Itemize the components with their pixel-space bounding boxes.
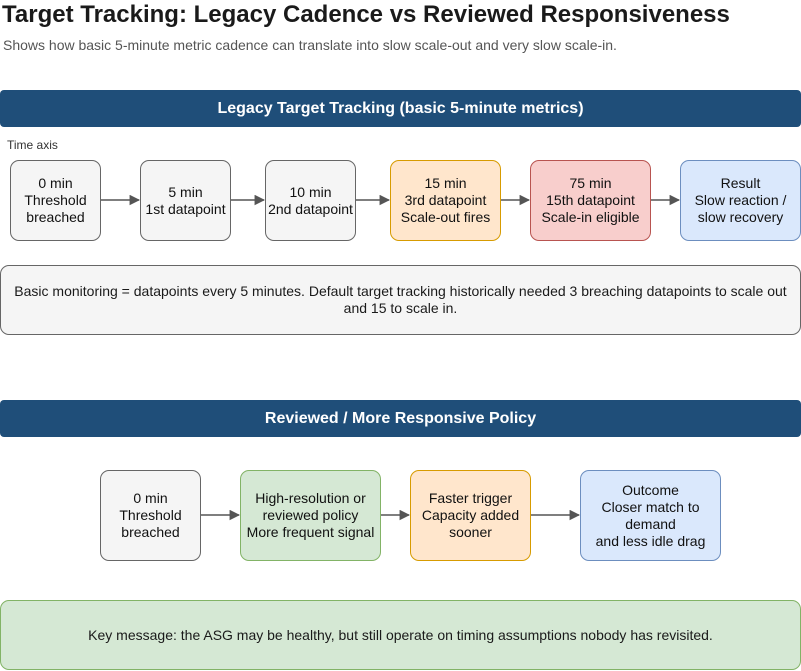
- page-subtitle: Shows how basic 5-minute metric cadence …: [3, 37, 617, 53]
- step-line: Result: [720, 175, 761, 191]
- step-line: Outcome: [622, 481, 679, 498]
- legacy-step-first-datapoint: 5 min 1st datapoint: [140, 160, 231, 241]
- step-line: 0 min: [133, 490, 168, 506]
- page-title: Target Tracking: Legacy Cadence vs Revie…: [2, 1, 730, 28]
- reviewed-step-threshold-breached: 0 min Threshold breached: [100, 470, 201, 561]
- step-line: Threshold: [119, 507, 182, 523]
- time-axis-label: Time axis: [7, 138, 58, 152]
- step-line: 3rd datapoint: [404, 192, 487, 208]
- step-line: sooner: [449, 524, 492, 540]
- reviewed-section-header: Reviewed / More Responsive Policy: [0, 400, 801, 437]
- step-line: 15 min: [424, 175, 467, 191]
- step-line: 5 min: [168, 183, 203, 200]
- step-line: Slow reaction /: [694, 192, 787, 208]
- step-line: More frequent signal: [246, 524, 375, 540]
- step-line: breached: [26, 209, 85, 225]
- legacy-step-scale-in: 75 min 15th datapoint Scale-in eligible: [530, 160, 651, 241]
- step-line: reviewed policy: [262, 507, 359, 523]
- step-line: Faster trigger: [428, 490, 513, 506]
- step-line: and less idle drag: [595, 532, 706, 549]
- reviewed-step-faster-trigger: Faster trigger Capacity added sooner: [410, 470, 531, 561]
- step-line: 1st datapoint: [145, 200, 226, 217]
- legacy-step-scale-out: 15 min 3rd datapoint Scale-out fires: [390, 160, 501, 241]
- legacy-step-result: Result Slow reaction / slow recovery: [680, 160, 801, 241]
- step-line: Closer match to: [601, 498, 700, 515]
- legacy-section-header: Legacy Target Tracking (basic 5-minute m…: [0, 90, 801, 127]
- step-line: High-resolution or: [255, 490, 366, 506]
- step-line: Scale-in eligible: [541, 209, 640, 225]
- step-line: 15th datapoint: [546, 192, 635, 208]
- step-line: 0 min: [38, 175, 73, 191]
- step-line: Scale-out fires: [400, 209, 491, 225]
- reviewed-step-outcome: Outcome Closer match to demand and less …: [580, 470, 721, 561]
- step-line: 2nd datapoint: [268, 200, 353, 217]
- legacy-step-second-datapoint: 10 min 2nd datapoint: [265, 160, 356, 241]
- step-line: 75 min: [569, 175, 612, 191]
- legacy-note: Basic monitoring = datapoints every 5 mi…: [0, 265, 801, 335]
- step-line: Capacity added: [421, 507, 520, 523]
- step-line: demand: [625, 515, 676, 532]
- legacy-step-threshold-breached: 0 min Threshold breached: [10, 160, 101, 241]
- reviewed-step-policy: High-resolution or reviewed policy More …: [240, 470, 381, 561]
- step-line: Threshold: [24, 192, 87, 208]
- key-message-note: Key message: the ASG may be healthy, but…: [0, 600, 801, 670]
- step-line: 10 min: [289, 183, 332, 200]
- step-line: slow recovery: [697, 209, 784, 225]
- step-line: breached: [121, 524, 180, 540]
